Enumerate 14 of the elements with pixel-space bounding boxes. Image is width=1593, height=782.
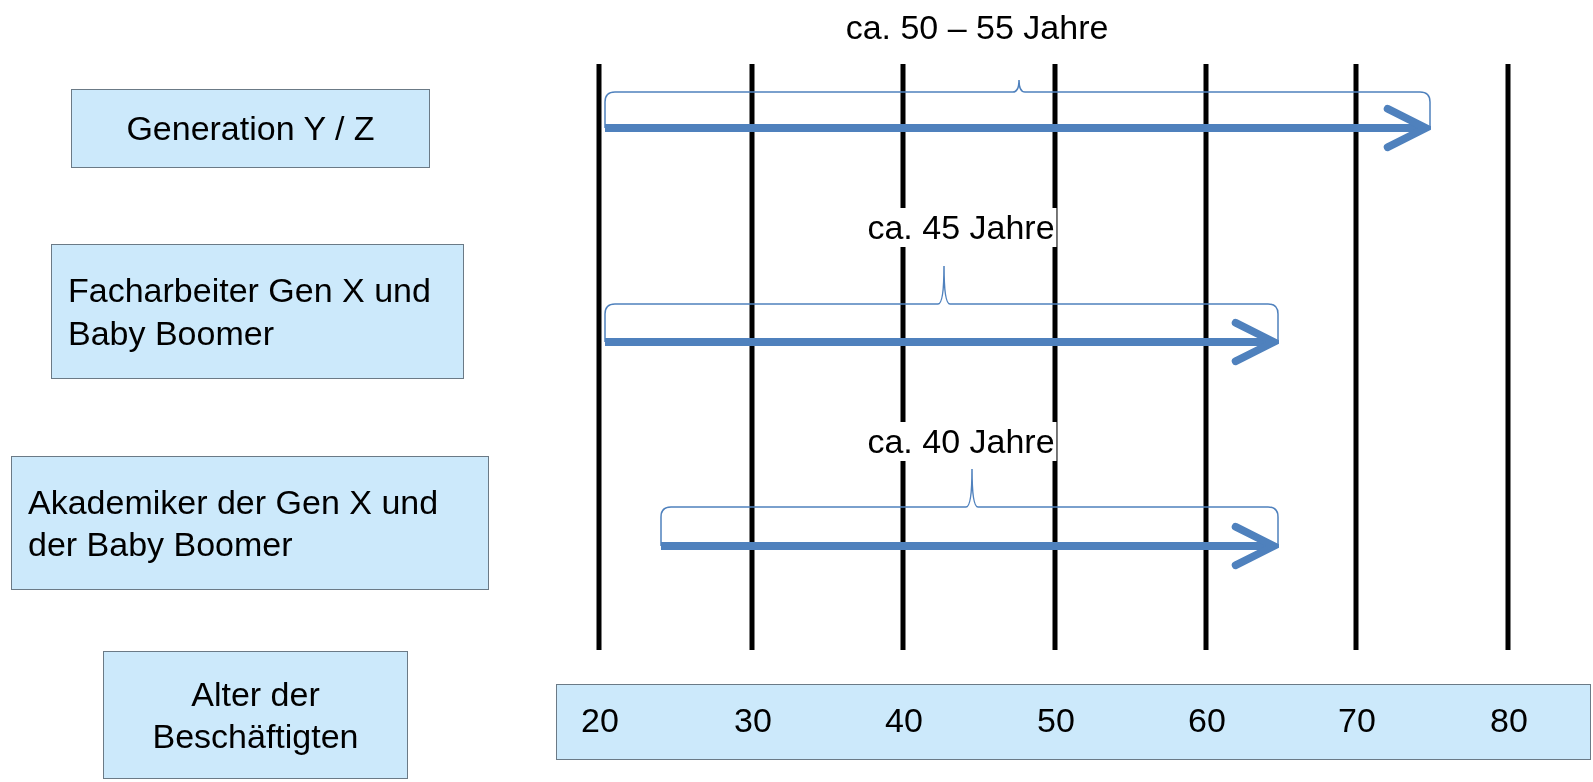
axis-tick-label: 20: [581, 700, 619, 741]
axis-tick-label: 30: [734, 700, 772, 741]
axis-tick-label: 50: [1037, 700, 1075, 741]
axis-tick-label: 70: [1338, 700, 1376, 741]
label-box: Generation Y / Z: [71, 89, 430, 168]
axis-bar: [556, 684, 1591, 760]
duration-label: ca. 45 Jahre: [865, 208, 1057, 247]
label-box: Akademiker der Gen X und der Baby Boomer: [11, 456, 489, 590]
label-box: Facharbeiter Gen X und Baby Boomer: [51, 244, 464, 379]
axis-tick-label: 80: [1490, 700, 1528, 741]
label-box: Alter der Beschäftigten: [103, 651, 408, 779]
axis-tick-label: 60: [1188, 700, 1226, 741]
axis-tick-label: 40: [885, 700, 923, 741]
duration-label: ca. 40 Jahre: [865, 422, 1057, 461]
